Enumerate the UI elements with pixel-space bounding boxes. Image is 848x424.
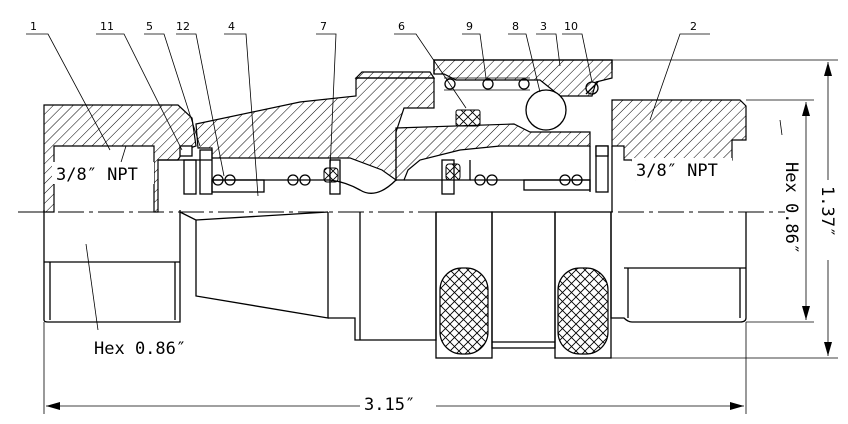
seal-collar — [455, 109, 481, 127]
callout-5: 5 — [146, 20, 153, 33]
callout-10: 10 — [564, 20, 578, 33]
dimension-labels: 3/8″ NPT 3/8″ NPT Hex 0.86″ 3.15″ Hex 0.… — [52, 158, 840, 415]
npt-left-label: 3/8″ NPT — [56, 165, 138, 185]
seal-left — [323, 167, 339, 183]
hex-right-label: Hex 0.86″ — [781, 162, 801, 254]
callout-12: 12 — [176, 20, 190, 33]
knurl-pad-left — [439, 267, 489, 355]
length-label: 3.15″ — [364, 395, 415, 415]
callout-4: 4 — [228, 20, 235, 33]
callout-3: 3 — [540, 20, 547, 33]
callout-9: 9 — [466, 20, 473, 33]
callout-6: 6 — [398, 20, 405, 33]
body-flange-section — [354, 71, 436, 79]
hex-left-label: Hex 0.86″ — [94, 339, 186, 359]
left-taper-body — [179, 211, 329, 319]
left-nut-section — [43, 104, 197, 213]
exterior-view — [43, 210, 747, 359]
left-hex-nut — [43, 210, 181, 323]
callout-leaders — [26, 33, 783, 331]
callout-7: 7 — [320, 20, 327, 33]
right-nut-section — [611, 99, 747, 161]
valve-body-section — [395, 123, 591, 181]
callout-1: 1 — [30, 20, 37, 33]
callout-8: 8 — [512, 20, 519, 33]
right-hex-nut — [610, 212, 747, 323]
height-label: 1.37″ — [817, 186, 837, 237]
seal-right — [445, 163, 461, 181]
npt-right-label: 3/8″ NPT — [636, 161, 718, 181]
center-body — [328, 212, 437, 341]
callout-numbers: 1 11 5 12 4 7 6 9 8 3 10 2 — [30, 20, 697, 33]
section-view — [43, 59, 747, 213]
locking-ball — [525, 89, 567, 131]
callout-2: 2 — [690, 20, 697, 33]
knurl-pad-right — [557, 267, 609, 355]
callout-11: 11 — [100, 20, 114, 33]
